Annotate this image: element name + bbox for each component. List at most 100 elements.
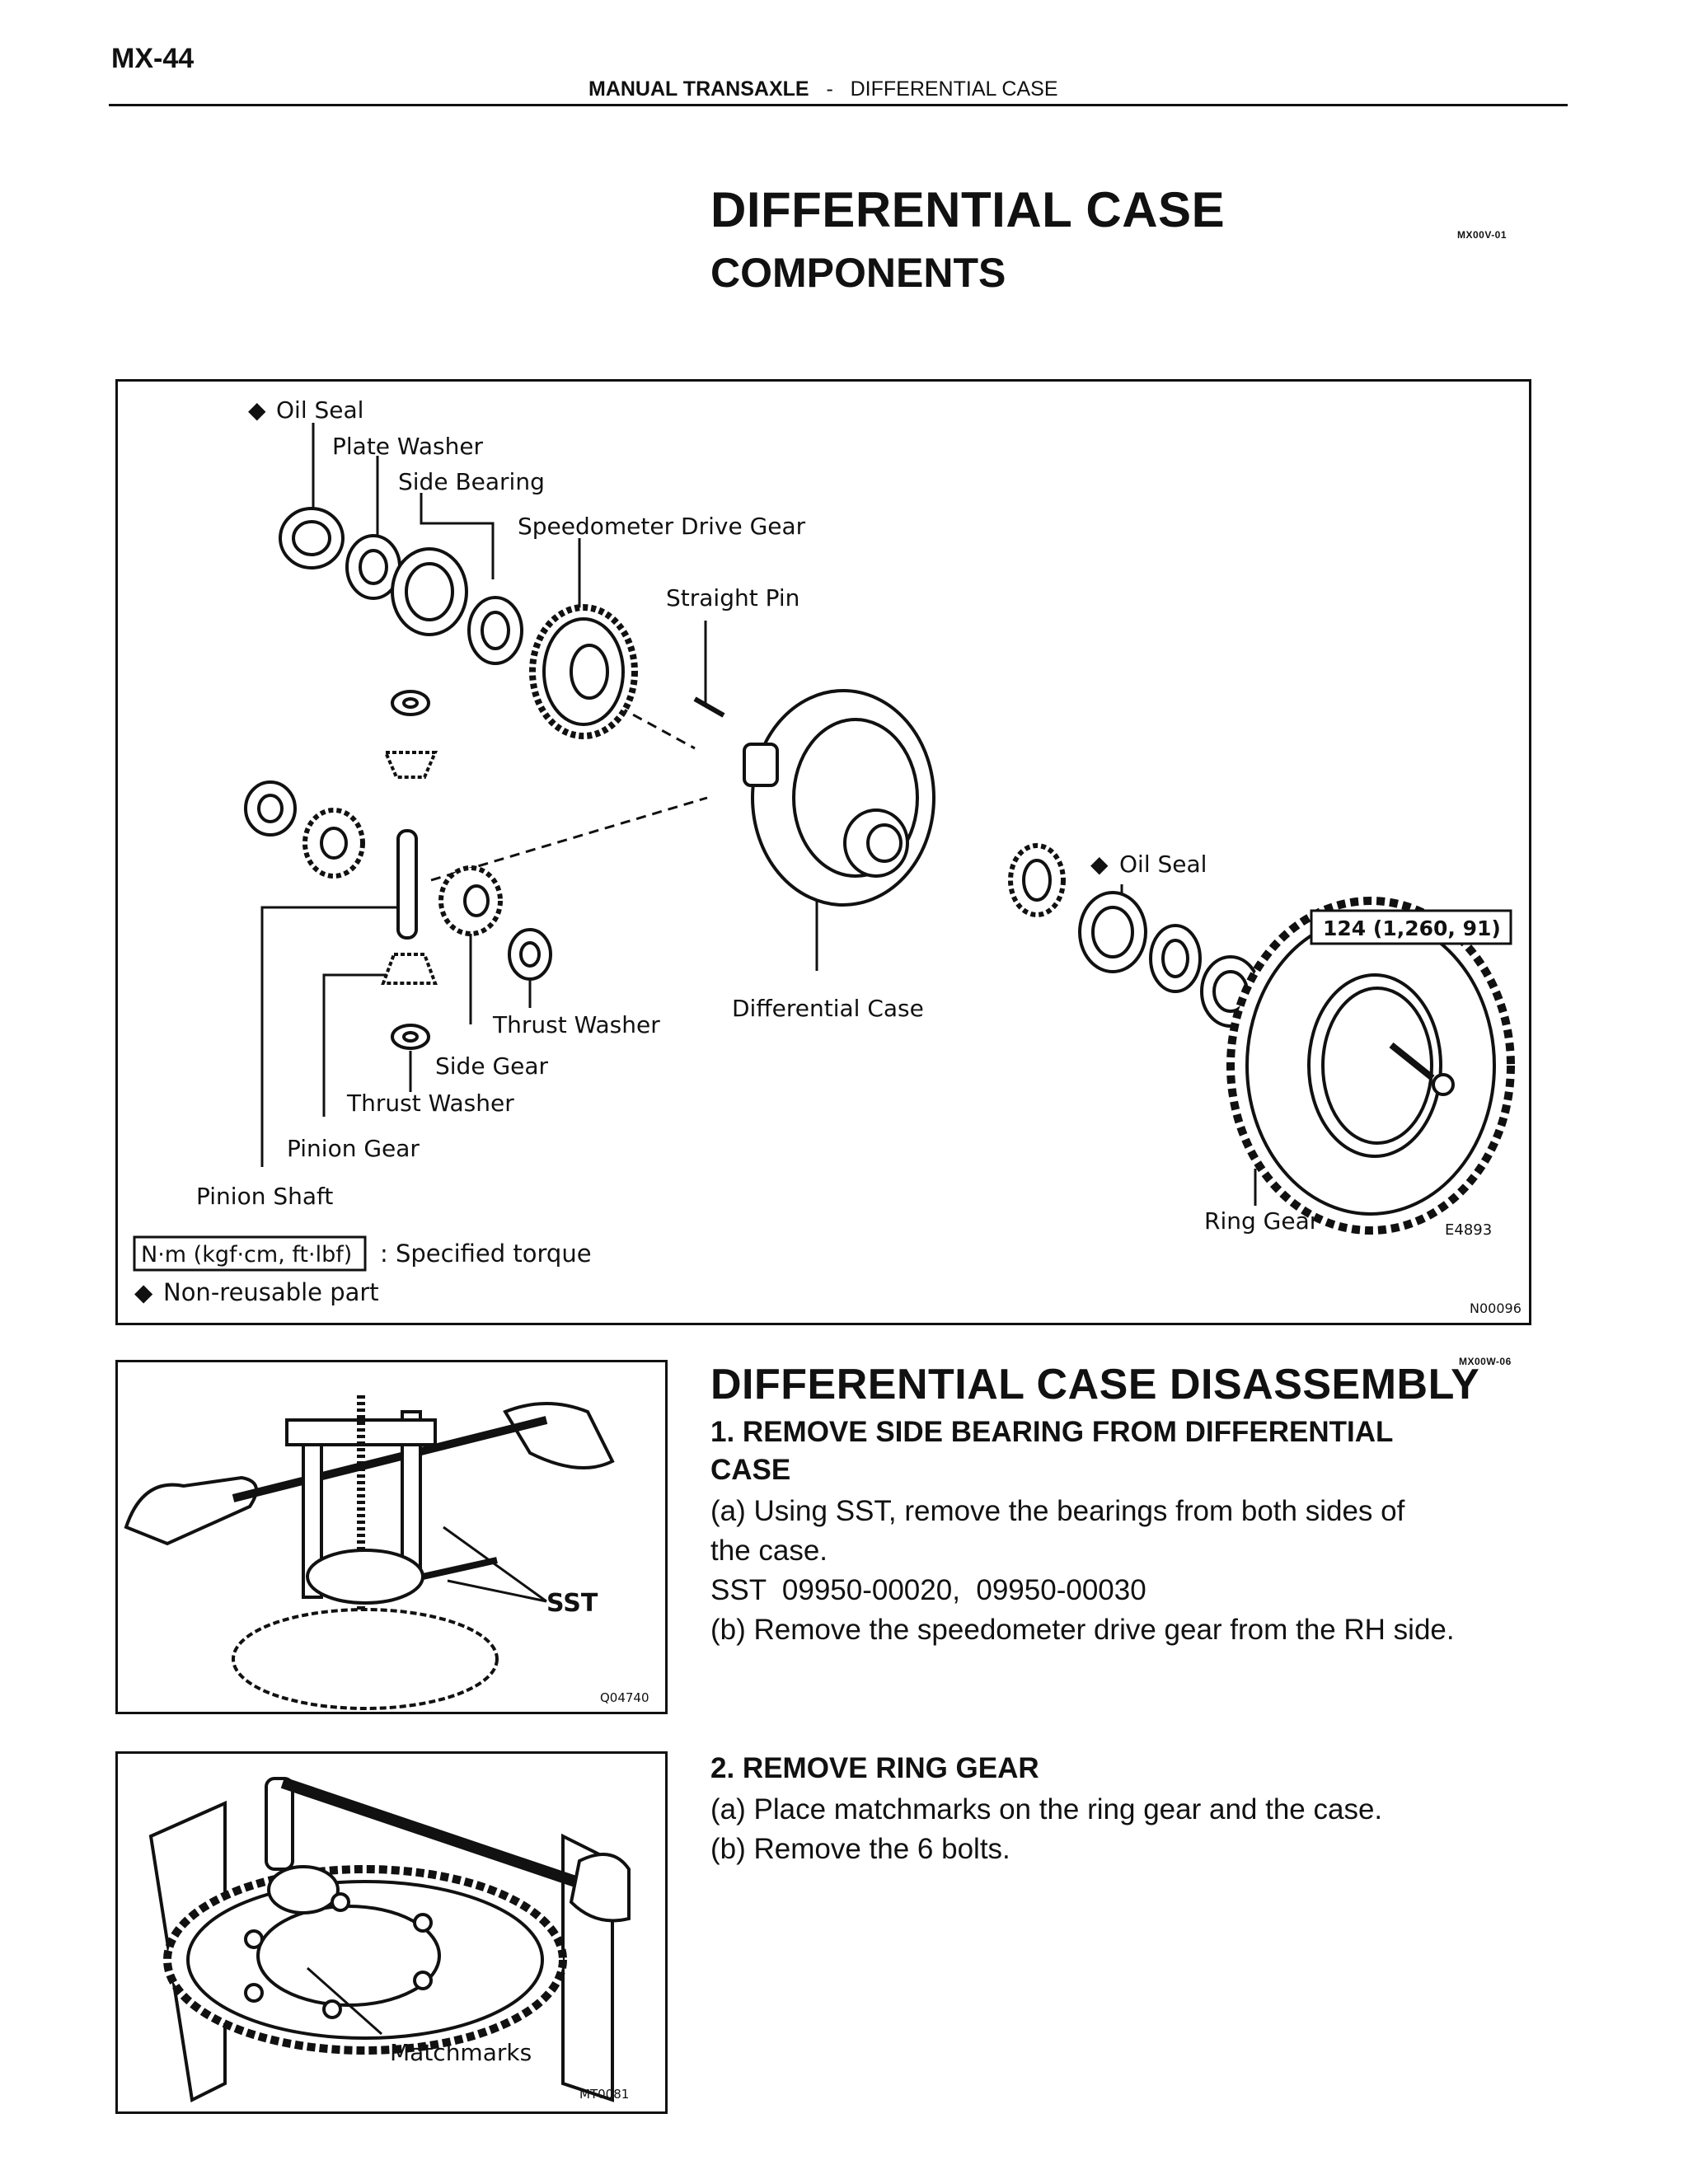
- label-side-gear: Side Gear: [435, 1052, 549, 1080]
- sst-label: SST: [546, 1589, 598, 1618]
- legend-non-reusable: Non-reusable part: [163, 1278, 379, 1306]
- step1-sst: SST 09950-00020, 09950-00030: [710, 1574, 1146, 1606]
- oil-seal-1-part: [279, 507, 345, 569]
- diff-case-flange: [256, 1905, 441, 2007]
- matchmarks-figure: Matchmarks MT0081: [115, 1751, 668, 2114]
- running-head-separator: -: [826, 77, 833, 101]
- step2-heading: 2. REMOVE RING GEAR: [710, 1752, 1039, 1784]
- left-hand: [124, 1475, 258, 1546]
- bolt-5: [413, 1913, 433, 1933]
- running-head: MANUAL TRANSAXLE - DIFFERENTIAL CASE: [588, 77, 1058, 101]
- label-pinion-gear: Pinion Gear: [287, 1135, 420, 1162]
- step2-a: (a) Place matchmarks on the ring gear an…: [710, 1793, 1383, 1825]
- straight-pin-part: [693, 696, 725, 718]
- step1-heading-line2: CASE: [710, 1454, 791, 1486]
- thrust-washer-left-part: [244, 780, 297, 837]
- figure-ref-code: N00096: [1470, 1301, 1522, 1316]
- torque-wrench: [280, 1777, 590, 1891]
- thrust-washer-top-part: [391, 690, 430, 716]
- running-head-subsection: DIFFERENTIAL CASE: [850, 77, 1058, 101]
- figure-code: E4893: [1445, 1221, 1492, 1239]
- diff-case-hub: [267, 1865, 340, 1915]
- diff-case-gear: [232, 1608, 499, 1710]
- step2-b: (b) Remove the 6 bolts.: [710, 1833, 1010, 1865]
- diamond-oil-seal-2: ◆: [1090, 851, 1109, 878]
- bolt-3: [322, 1999, 342, 2019]
- torque-value: 124 (1,260, 91): [1323, 916, 1501, 940]
- socket: [265, 1777, 294, 1871]
- title-code: MX00V-01: [1457, 229, 1507, 241]
- page-number: MX-44: [111, 43, 195, 74]
- label-thrust-washer-1: Thrust Washer: [492, 1011, 660, 1038]
- step1-block: 1. REMOVE SIDE BEARING FROM DIFFERENTIAL…: [710, 1416, 1535, 1650]
- label-speedometer-drive-gear: Speedometer Drive Gear: [518, 513, 806, 540]
- sst-illustration: SST Q04740: [124, 1395, 649, 1710]
- label-oil-seal-2: Oil Seal: [1119, 851, 1207, 878]
- label-plate-washer: Plate Washer: [332, 433, 484, 460]
- disassembly-code: MX00W-06: [1459, 1356, 1512, 1367]
- label-ring-gear: Ring Gear: [1204, 1207, 1320, 1235]
- legend-torque-box: [133, 1235, 367, 1272]
- running-head-section: MANUAL TRANSAXLE: [588, 77, 809, 101]
- differential-case-part: [743, 689, 935, 907]
- page-title: DIFFERENTIAL CASE: [710, 182, 1226, 237]
- step1-a-line2: the case.: [710, 1535, 828, 1567]
- label-straight-pin: Straight Pin: [666, 584, 799, 612]
- bolt-6: [331, 1892, 350, 1912]
- plate-washer-part: [345, 534, 401, 600]
- sst-leader-2: [447, 1579, 547, 1603]
- step2-block: 2. REMOVE RING GEAR (a) Place matchmarks…: [710, 1752, 1535, 1869]
- label-thrust-washer-2: Thrust Washer: [346, 1090, 514, 1117]
- sst-leader-1: [443, 1526, 547, 1603]
- step1-b: (b) Remove the speedometer drive gear fr…: [710, 1614, 1455, 1646]
- wrench-handle: [232, 1416, 548, 1502]
- side-bolt: [422, 1557, 498, 1580]
- ring-gear-bolt-part: [1389, 1042, 1455, 1096]
- label-differential-case: Differential Case: [732, 995, 924, 1022]
- bolt-1: [244, 1929, 264, 1949]
- label-oil-seal-1: Oil Seal: [276, 396, 363, 424]
- leader-pinion-shaft: [260, 906, 402, 1167]
- right-hand: [503, 1402, 615, 1469]
- pinion-gear-top-part: [382, 751, 438, 779]
- hand: [569, 1853, 631, 1923]
- matchmarks-figure-code: MT0081: [579, 2087, 629, 2102]
- disassembly-title: DIFFERENTIAL CASE DISASSEMBLY: [710, 1361, 1480, 1408]
- rh-race-part: [1078, 891, 1147, 973]
- pinion-gear-bottom-part: [381, 953, 438, 985]
- sst-figure-code: Q04740: [600, 1690, 649, 1705]
- side-bearing-inner-part: [467, 596, 523, 665]
- ring-gear-part: [1226, 897, 1515, 1235]
- label-pinion-shaft: Pinion Shaft: [196, 1183, 333, 1210]
- torque-box: [1310, 909, 1512, 945]
- matchmarks-label: Matchmarks: [390, 2039, 532, 2066]
- bolt-2: [244, 1983, 264, 2003]
- step1-a-line1: (a) Using SST, remove the bearings from …: [710, 1495, 1405, 1527]
- matchmarks-illustration: Matchmarks MT0081: [148, 1777, 631, 2103]
- sst-figure: SST Q04740: [115, 1360, 668, 1714]
- rh-bearing-part: [1008, 843, 1066, 917]
- bolt-4: [413, 1971, 433, 1990]
- thrust-washer-right-part: [508, 928, 552, 981]
- components-figure: ◆ Oil Seal Plate Washer Side Bearing Spe…: [115, 379, 1531, 1325]
- pinion-shaft-part: [396, 829, 418, 940]
- legend-diamond: ◆: [134, 1278, 153, 1306]
- legend-torque-desc: : Specified torque: [380, 1240, 592, 1268]
- step1-heading-line1: 1. REMOVE SIDE BEARING FROM DIFFERENTIAL: [710, 1416, 1394, 1448]
- label-side-bearing: Side Bearing: [398, 468, 545, 495]
- header-rule: [109, 104, 1568, 106]
- speedometer-drive-gear-part: [529, 604, 638, 739]
- thrust-washer-bottom-part: [391, 1024, 430, 1050]
- diamond-oil-seal-1: ◆: [248, 396, 266, 424]
- exploded-view-diagram: ◆ Oil Seal Plate Washer Side Bearing Spe…: [133, 396, 1522, 1316]
- leader-pinion-gear: [322, 973, 390, 1117]
- dashed-line-2: [430, 796, 708, 882]
- matchmarks-leader: [307, 1966, 382, 2036]
- page-subtitle: COMPONENTS: [710, 250, 1006, 296]
- side-gear-left-part: [302, 808, 365, 879]
- bearing: [306, 1549, 424, 1605]
- leader-side-bearing: [420, 493, 495, 579]
- side-gear-right-part: [438, 865, 503, 936]
- side-bearing-part: [391, 547, 468, 636]
- legend-torque-unit: N·m (kgf·cm, ft·lbf): [141, 1242, 352, 1268]
